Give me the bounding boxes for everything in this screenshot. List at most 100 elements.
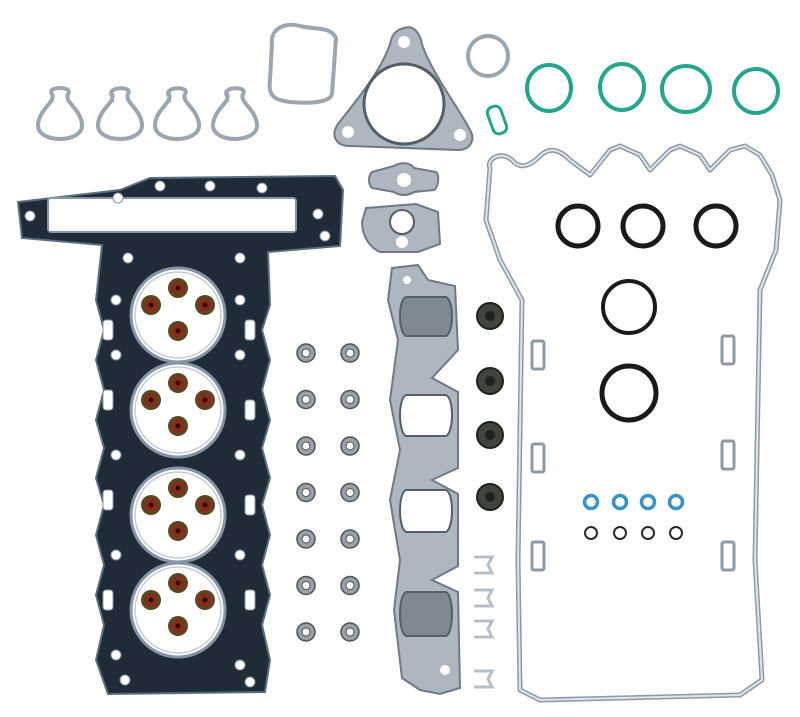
valve-seal-hole <box>175 528 181 534</box>
gasket-hole <box>234 349 246 361</box>
valve-seal-hole <box>148 397 154 403</box>
exhaust-flange-gasket <box>333 26 474 152</box>
small-ring-gasket <box>466 34 510 78</box>
valve-seal-hole <box>175 623 181 629</box>
injector-o-ring <box>611 493 629 511</box>
valve-seal-hole <box>175 423 181 429</box>
grommet-hole <box>485 430 495 440</box>
injector-o-ring <box>639 493 657 511</box>
gasket-hole <box>312 208 324 220</box>
gasket-slot <box>102 319 114 341</box>
valve-seal-hole <box>202 397 208 403</box>
gasket-hole <box>119 674 131 686</box>
gasket-hole <box>110 549 122 561</box>
bore-opening <box>129 561 227 659</box>
retaining-clip <box>474 669 495 689</box>
cover-tab <box>720 334 736 366</box>
valve-stem-seal-hole <box>301 627 311 637</box>
gasket-hole <box>110 449 122 461</box>
cylinder-bore-2 <box>129 361 227 459</box>
valve-seal-hole <box>148 502 154 508</box>
valve-seal-hole <box>175 380 181 386</box>
gasket-hole <box>154 180 166 192</box>
gasket-hole <box>204 180 216 192</box>
valve-seal-hole <box>175 580 181 586</box>
gasket-hole <box>234 449 246 461</box>
cylinder-bore-1 <box>129 266 227 364</box>
cover-tab <box>720 439 736 471</box>
exhaust-manifold-gasket <box>386 263 462 696</box>
gasket-hole <box>24 210 36 222</box>
injector-seals <box>582 493 685 540</box>
retaining-clip <box>474 555 495 575</box>
retaining-clip <box>474 588 495 608</box>
valve-stem-seal-hole <box>345 441 355 451</box>
gasket-slot <box>244 494 256 516</box>
keyhole-gasket <box>36 86 84 141</box>
keyhole-gasket <box>211 86 259 141</box>
valve-seal-hole <box>175 285 181 291</box>
valve-stem-seal-hole <box>301 348 311 358</box>
valve-stem-seal-hole <box>345 534 355 544</box>
bore-fire-ring <box>134 271 222 359</box>
grommet-hole <box>485 376 495 386</box>
gasket-slot <box>244 399 256 421</box>
valve-stem-seal-hole <box>301 488 311 497</box>
valve-stem-seal-hole <box>301 534 311 544</box>
valve-stem-seal-hole <box>301 581 311 590</box>
valve-stem-seal-hole <box>345 627 355 637</box>
cylinder-bore-4 <box>129 561 227 659</box>
black-o-rings <box>555 203 739 423</box>
valve-seal-hole <box>148 597 154 603</box>
gasket-slot <box>102 389 114 411</box>
gasket-hole <box>244 676 256 688</box>
grommet-hole <box>485 492 495 502</box>
keyhole-gasket <box>153 86 201 141</box>
retaining-clip <box>474 619 495 639</box>
valve-seal-hole <box>175 328 181 334</box>
gasket-hole <box>122 252 134 264</box>
gasket-hole <box>256 182 268 194</box>
injector-small-ring <box>641 526 655 540</box>
injector-small-ring <box>613 526 627 540</box>
injector-small-ring <box>584 526 598 540</box>
retaining-clips <box>474 555 495 689</box>
cylinder-bore-3 <box>129 466 227 564</box>
gasket-slot <box>244 589 256 611</box>
valve-stem-seal-hole <box>345 581 355 590</box>
bore-fire-ring <box>134 471 222 559</box>
gasket-hole <box>234 294 246 306</box>
gasket-window <box>47 197 297 233</box>
gasket-slot <box>102 489 114 511</box>
spark-plug-tube-seals <box>476 302 504 511</box>
water-outlet-gasket <box>267 22 339 105</box>
valve-stem-seal-hole <box>345 348 355 358</box>
bore-opening <box>129 361 227 459</box>
valve-seal-hole <box>148 302 154 308</box>
gasket-hole <box>110 294 122 306</box>
cover-tab <box>720 540 736 572</box>
valve-seal-hole <box>202 597 208 603</box>
valve-stem-seal-hole <box>345 395 355 404</box>
valve-stem-seal-hole <box>301 395 311 404</box>
intake-manifold-seals <box>485 62 780 136</box>
bore-fire-ring <box>134 366 222 454</box>
valve-stem-seal-hole <box>345 488 355 497</box>
injector-o-ring <box>667 493 685 511</box>
valve-seal-hole <box>202 502 208 508</box>
gasket-slot <box>102 589 114 611</box>
grommet-hole <box>485 311 495 321</box>
cover-tab <box>530 339 546 371</box>
gasket-hole <box>234 252 246 264</box>
gasket-hole <box>110 349 122 361</box>
cover-tab <box>530 540 546 572</box>
gasket-hole <box>110 649 122 661</box>
egr-gaskets <box>360 162 442 253</box>
valve-stem-seals <box>296 343 360 642</box>
bore-fire-ring <box>134 566 222 654</box>
injector-small-ring <box>669 526 683 540</box>
gasket-hole <box>234 659 246 671</box>
injector-o-ring <box>582 493 600 511</box>
